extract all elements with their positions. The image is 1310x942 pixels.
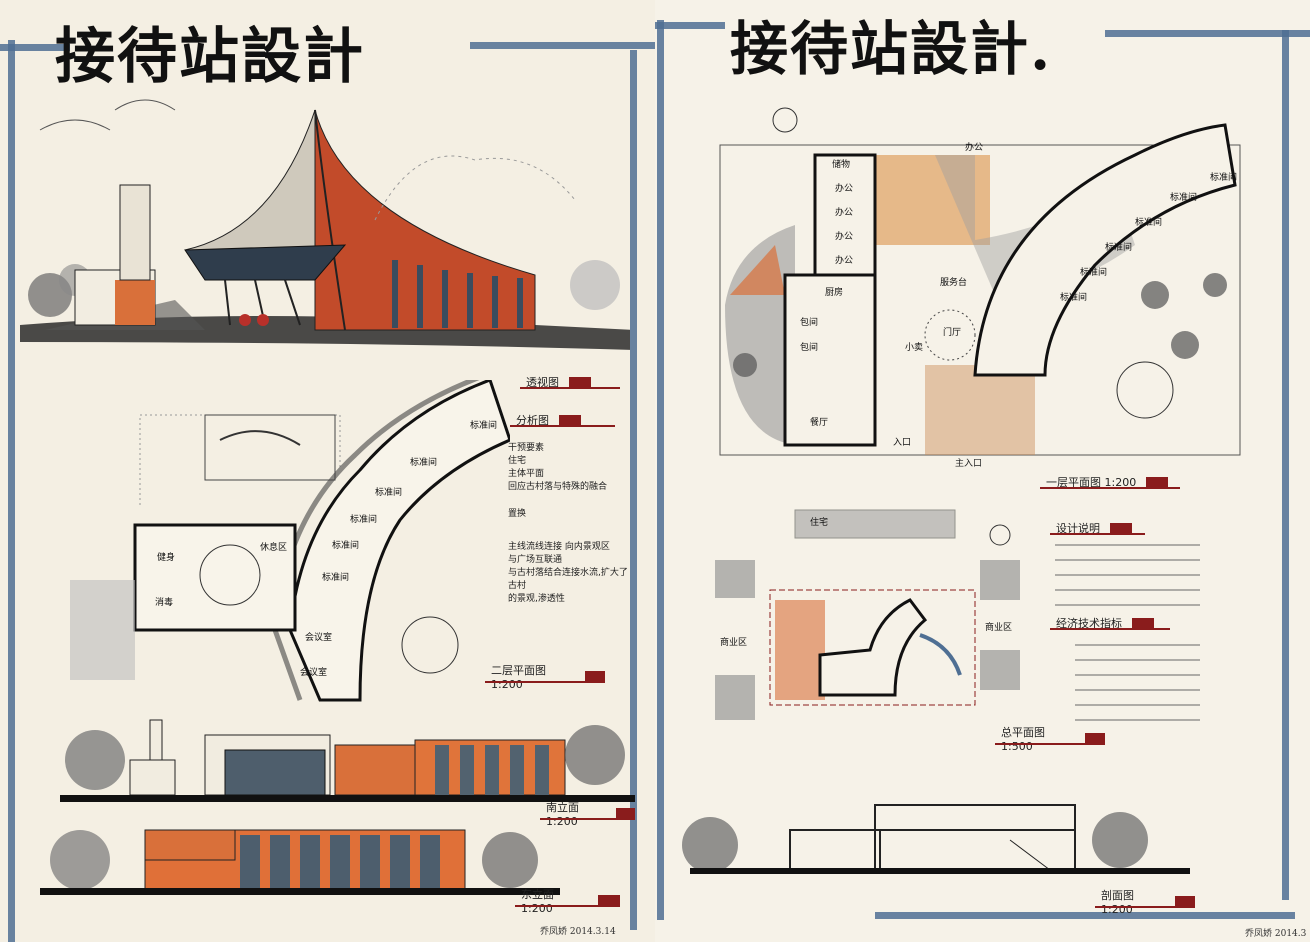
room-std-2: 标准间 — [410, 456, 437, 468]
ff-room-std-3: 标准间 — [1135, 216, 1162, 228]
east-elev-label: 东立面 1:200 — [515, 888, 620, 915]
ff-room-std-6: 标准间 — [1060, 291, 1087, 303]
room-std-4: 标准间 — [350, 513, 377, 525]
south-elev-label-tag — [615, 807, 635, 819]
note-6: 与广场互联通 — [508, 555, 563, 565]
left-title: 接待站設計 — [55, 22, 365, 92]
perspective-label-tag — [569, 376, 591, 388]
first-floor-label-text: 一层平面图 1:200 — [1046, 476, 1137, 489]
second-floor-label-tag — [584, 670, 605, 682]
design-desc-label: 设计说明 — [1050, 520, 1145, 536]
note-2: 主体平面 — [508, 469, 545, 479]
perspective-label-text: 透视图 — [526, 376, 559, 389]
design-desc-label-tag — [1110, 522, 1132, 534]
room-std-5: 标准间 — [332, 539, 359, 551]
second-floor-label-text: 二层平面图 1:200 — [491, 663, 546, 691]
right-frame-right — [1282, 30, 1289, 900]
east-elevation — [40, 829, 560, 895]
ff-room-std-4: 标准间 — [1105, 241, 1132, 253]
analysis-label-tag — [559, 414, 581, 426]
room-meeting-1: 会议室 — [305, 631, 332, 643]
right-frame-top-b — [1105, 30, 1310, 37]
ff-room-std-2: 标准间 — [1170, 191, 1197, 203]
site-plan-label-text: 总平面图 1:500 — [1001, 725, 1045, 753]
first-floor-plan: 储物 办公 办公 办公 办公 厨房 包间 包间 餐厅 小卖 服务台 门厅 标准间… — [719, 107, 1241, 456]
ff-room-office-1: 办公 — [835, 182, 853, 194]
left-frame-top-a — [0, 44, 70, 51]
room-disinfect: 消毒 — [155, 596, 173, 608]
design-desc-label-text: 设计说明 — [1056, 522, 1100, 535]
room-std-3: 标准间 — [375, 486, 402, 498]
left-sheet: 接待站設計 透视图 — [0, 22, 655, 942]
perspective-sketch — [20, 99, 630, 350]
south-elev-label-text: 南立面 1:200 — [546, 800, 579, 828]
site-plan: 住宅 商业区 商业区 — [715, 509, 1020, 720]
right-frame-left — [657, 20, 664, 920]
room-meeting-2: 会议室 — [300, 666, 327, 678]
site-commercial-right: 商业区 — [985, 621, 1012, 633]
east-elev-label-text: 东立面 1:200 — [521, 887, 554, 915]
ff-room-storage: 储物 — [832, 158, 850, 170]
section-label: 剖面图 1:200 — [1095, 889, 1195, 916]
first-floor-label: 一层平面图 1:200 — [1040, 474, 1180, 490]
note-4: 置换 — [508, 509, 527, 519]
left-frame-top-b — [470, 42, 655, 49]
ff-room-std-5: 标准间 — [1080, 266, 1107, 278]
site-residential: 住宅 — [810, 516, 828, 528]
ff-room-private-1: 包间 — [800, 316, 818, 328]
note-8: 的景观,渗透性 — [508, 594, 565, 604]
note-7: 与古村落结合连接水流,扩大了古村 — [508, 568, 628, 591]
ff-room-office-2: 办公 — [835, 206, 853, 218]
first-floor-label-tag — [1146, 476, 1169, 488]
site-commercial-left: 商业区 — [720, 636, 747, 648]
right-title: 接待站設計. — [730, 15, 1053, 83]
second-floor-plan: 健身 消毒 休息区 标准间 标准间 标准间 标准间 标准间 标准间 会议室 会议… — [70, 380, 510, 702]
room-std-6: 标准间 — [322, 571, 349, 583]
ff-room-std-1: 标准间 — [1210, 171, 1237, 183]
note-1: 住宅 — [508, 456, 527, 466]
site-plan-label: 总平面图 1:500 — [995, 726, 1105, 753]
right-sheet: 接待站設計. 储物 办公 办公 办公 办公 厨房 包间 包间 餐厅 小卖 服务台… — [655, 0, 1310, 942]
section-label-tag — [1174, 895, 1195, 907]
site-plan-label-tag — [1084, 732, 1105, 744]
tech-index-label-tag — [1132, 617, 1154, 629]
right-signature: 乔凤娇 2014.3 — [1245, 929, 1307, 939]
ff-room-office-3: 办公 — [835, 230, 853, 242]
right-frame-top-a — [655, 22, 725, 29]
ff-room-lobby: 门厅 — [943, 326, 961, 338]
ff-room-dining: 餐厅 — [810, 416, 828, 428]
tech-index-label-text: 经济技术指标 — [1056, 617, 1122, 630]
main-entrance-label: 主入口 — [955, 459, 983, 469]
left-frame-left — [8, 40, 15, 942]
ff-room-kitchen: 厨房 — [825, 286, 843, 298]
room-std-1: 标准间 — [470, 419, 497, 431]
left-signature: 乔凤娇 2014.3.14 — [540, 927, 616, 937]
room-rest: 休息区 — [260, 541, 287, 553]
analysis-label-text: 分析图 — [516, 414, 549, 427]
right-frame-bottom — [875, 912, 1295, 919]
note-5: 主线流线连接 向内景观区 — [508, 542, 610, 552]
east-elev-label-tag — [598, 894, 620, 906]
tech-index-lines — [1075, 644, 1200, 721]
section-drawing — [682, 804, 1190, 874]
design-desc-lines — [1055, 544, 1200, 606]
second-floor-label: 二层平面图 1:200 — [485, 664, 605, 691]
south-elev-label: 南立面 1:200 — [540, 801, 635, 828]
note-3: 回应古村落与特殊的融合 — [508, 482, 608, 492]
room-fitness: 健身 — [157, 551, 175, 563]
ff-room-office-5: 办公 — [965, 141, 983, 153]
ff-room-office-4: 办公 — [835, 254, 853, 266]
left-frame-right — [630, 50, 637, 930]
tech-index-label: 经济技术指标 — [1050, 615, 1170, 631]
ff-room-shop: 小卖 — [905, 342, 923, 353]
section-label-text: 剖面图 1:200 — [1101, 888, 1134, 916]
analysis-notes: 干预要素 住宅 主体平面 回应古村落与特殊的融合 置换 主线流线连接 向内景观区… — [508, 442, 628, 606]
ff-room-private-2: 包间 — [800, 341, 818, 353]
perspective-label: 透视图 — [520, 374, 620, 390]
analysis-label: 分析图 — [510, 412, 615, 428]
note-0: 干预要素 — [508, 443, 545, 453]
south-elevation — [60, 719, 635, 802]
ff-room-service: 服务台 — [940, 276, 967, 288]
ff-room-entry: 入口 — [893, 437, 911, 448]
